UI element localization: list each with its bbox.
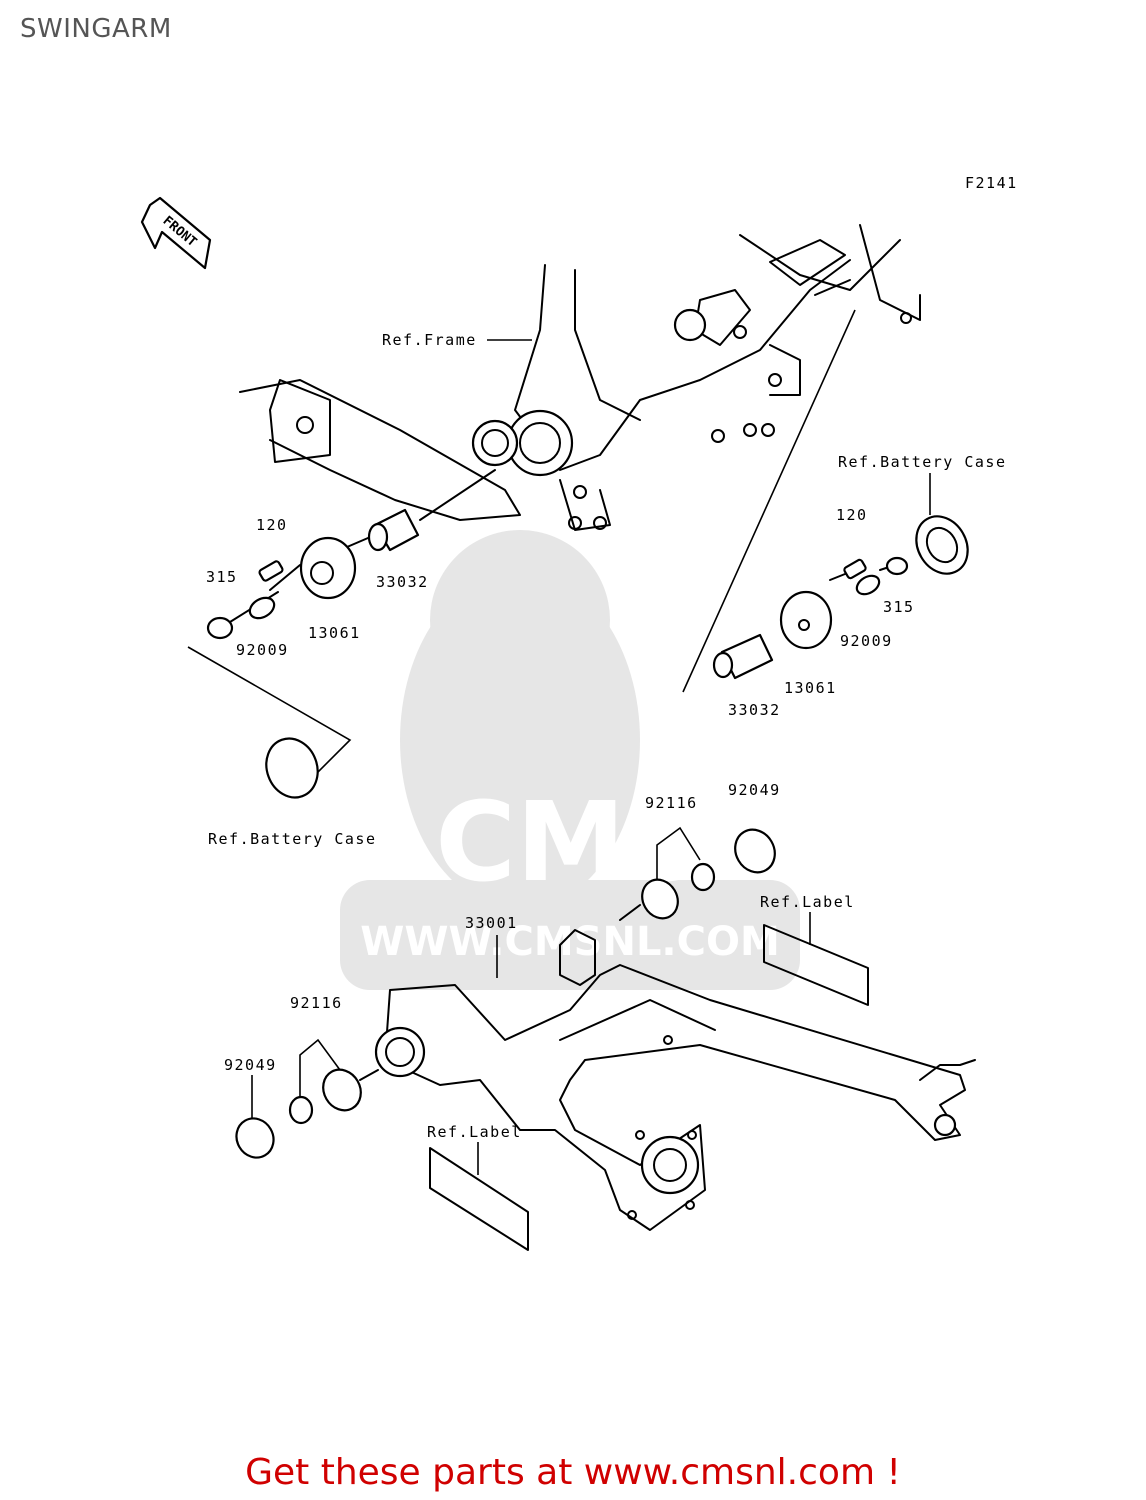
ref-label-upper-sticker — [763, 924, 869, 1006]
front-arrow-icon: FRONT — [140, 196, 212, 270]
ref-battery-case-right-label: Ref.Battery Case — [838, 453, 1007, 471]
page-title: SWINGARM — [20, 14, 172, 44]
part-92049-upper: 92049 — [728, 781, 781, 799]
part-120-right: 120 — [836, 506, 868, 524]
right-mount-parts — [682, 309, 969, 693]
ref-label-lower-label: Ref.Label — [427, 1123, 522, 1141]
part-92116-lower: 92116 — [290, 994, 343, 1012]
swingarm-body — [374, 929, 976, 1231]
battery-case-cap-left — [265, 737, 319, 799]
part-315-left: 315 — [206, 568, 238, 586]
left-mount-parts — [206, 469, 496, 640]
lower-bearing-parts — [235, 1038, 379, 1159]
figure-code: F2141 — [965, 174, 1018, 192]
watermark-url: WWW.CMSNL.COM — [360, 919, 780, 965]
cms-watermark: CMS WWW.CMSNL.COM — [340, 530, 800, 990]
part-92009-right: 92009 — [840, 632, 893, 650]
part-33032-left: 33032 — [376, 573, 429, 591]
ref-label-lower-sticker — [429, 1147, 529, 1251]
part-92049-lower: 92049 — [224, 1056, 277, 1074]
frame-drawing — [239, 224, 921, 531]
part-92009-left: 92009 — [236, 641, 289, 659]
part-13061-left: 13061 — [308, 624, 361, 642]
upper-bearing-parts — [619, 826, 776, 921]
ref-frame-label: Ref.Frame — [382, 331, 477, 349]
get-parts-cta-link[interactable]: Get these parts at www.cmsnl.com ! — [245, 1452, 901, 1493]
part-315-right: 315 — [883, 598, 915, 616]
part-120-left: 120 — [256, 516, 288, 534]
part-13061-right: 13061 — [784, 679, 837, 697]
ref-label-upper-label: Ref.Label — [760, 893, 855, 911]
part-92116-upper: 92116 — [645, 794, 698, 812]
part-33001: 33001 — [465, 914, 518, 932]
ref-battery-case-left-label: Ref.Battery Case — [208, 830, 377, 848]
part-33032-right: 33032 — [728, 701, 781, 719]
